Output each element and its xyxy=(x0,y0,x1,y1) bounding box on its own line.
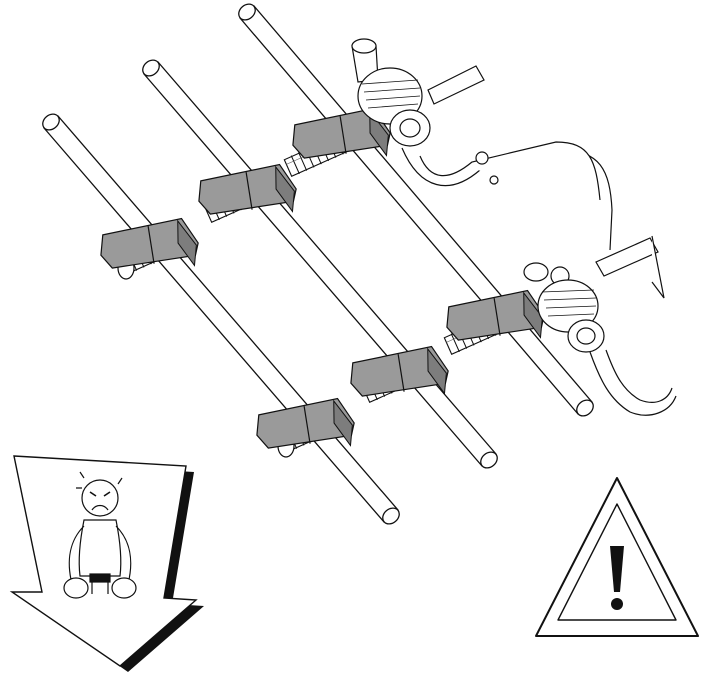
warning-triangle-exclamation-icon xyxy=(535,477,699,637)
lower-straps xyxy=(253,288,548,456)
upper-clamp-assembly xyxy=(351,38,613,251)
down-arrow-with-overloaded-person-icon xyxy=(9,455,204,672)
lower-clamp-assembly xyxy=(523,235,677,416)
upper-straps xyxy=(97,106,394,276)
